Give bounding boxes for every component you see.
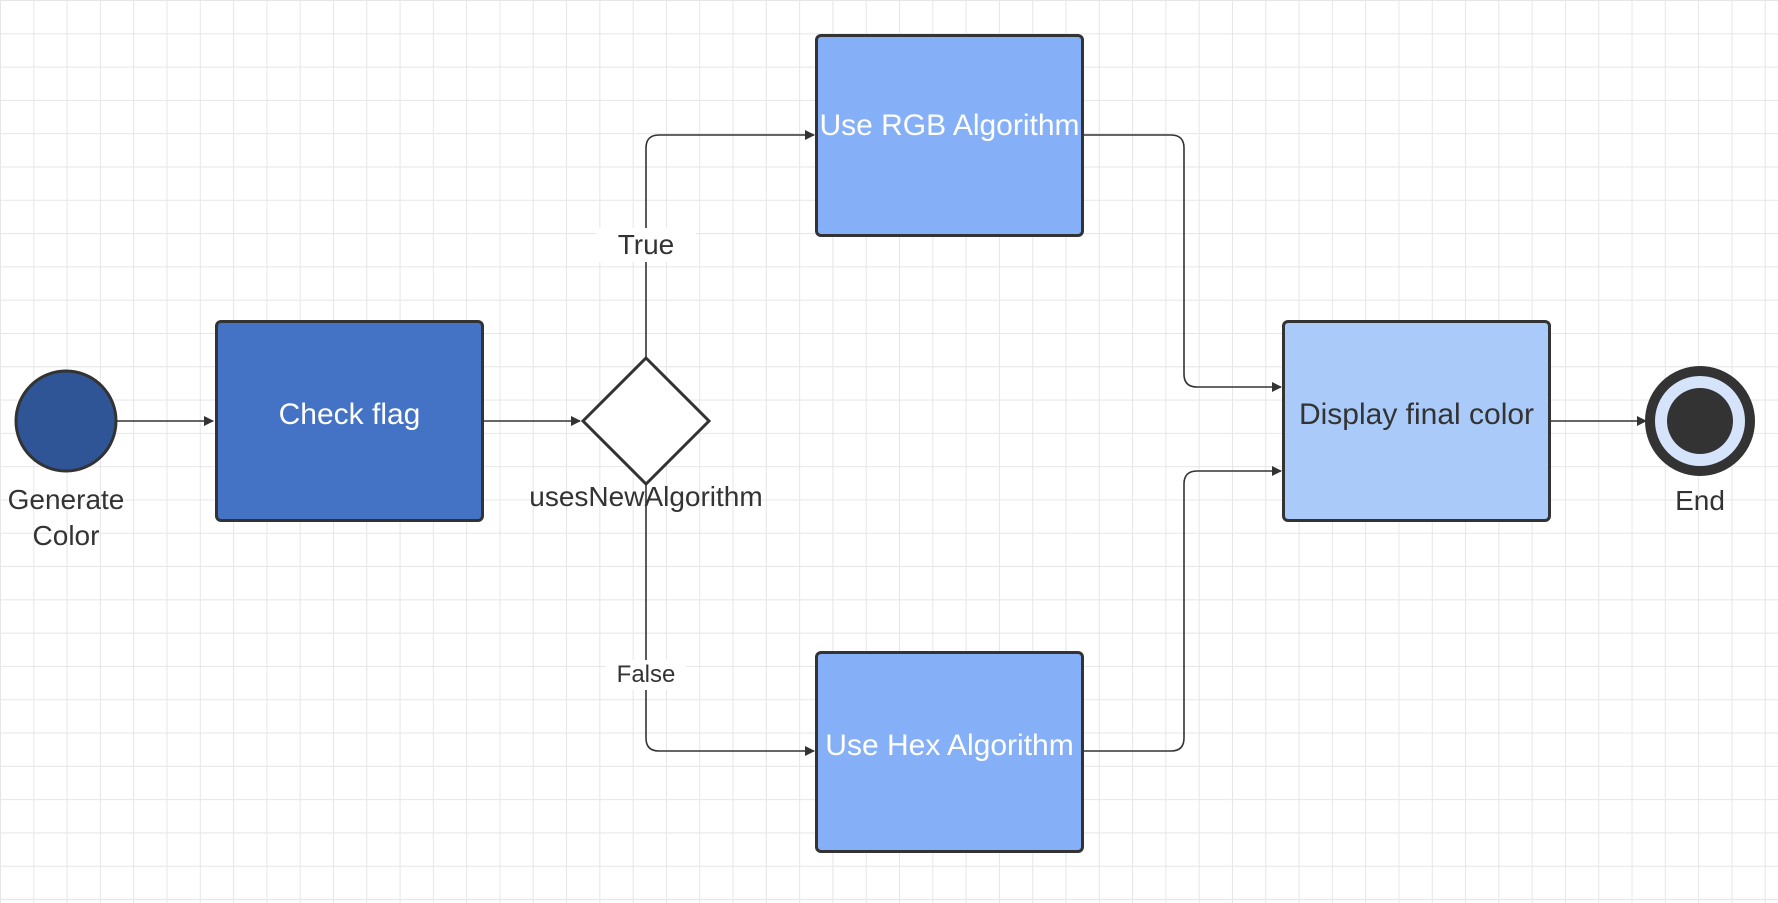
start-event [14,369,118,473]
false-branch-label: False [606,660,686,690]
decision-gateway [580,355,712,487]
check-flag-box: Check flag [215,320,484,522]
end-event-inner [1667,388,1733,454]
end-event-label: End [1675,485,1725,516]
display-final-color-box: Display final color [1282,320,1551,522]
rgb-algorithm-label: Use RGB Algorithm [819,109,1080,142]
start-event-label: Generate Color [7,484,125,551]
hex-algorithm-box: Use Hex Algorithm [815,651,1084,853]
edge-decision-to-hex [645,484,815,756]
hex-algorithm-label: Use Hex Algorithm [825,729,1074,762]
display-final-color-label: Display final color [1298,398,1535,431]
edge-rgb-to-display [1084,134,1282,392]
check-flag-label: Check flag [278,398,421,431]
true-branch-label: True [596,228,696,262]
edge-decision-to-rgb [645,130,815,358]
edge-hex-to-display [1084,466,1282,752]
decision-label: usesNewAlgorithm [529,481,763,512]
rgb-algorithm-box: Use RGB Algorithm [815,34,1084,237]
